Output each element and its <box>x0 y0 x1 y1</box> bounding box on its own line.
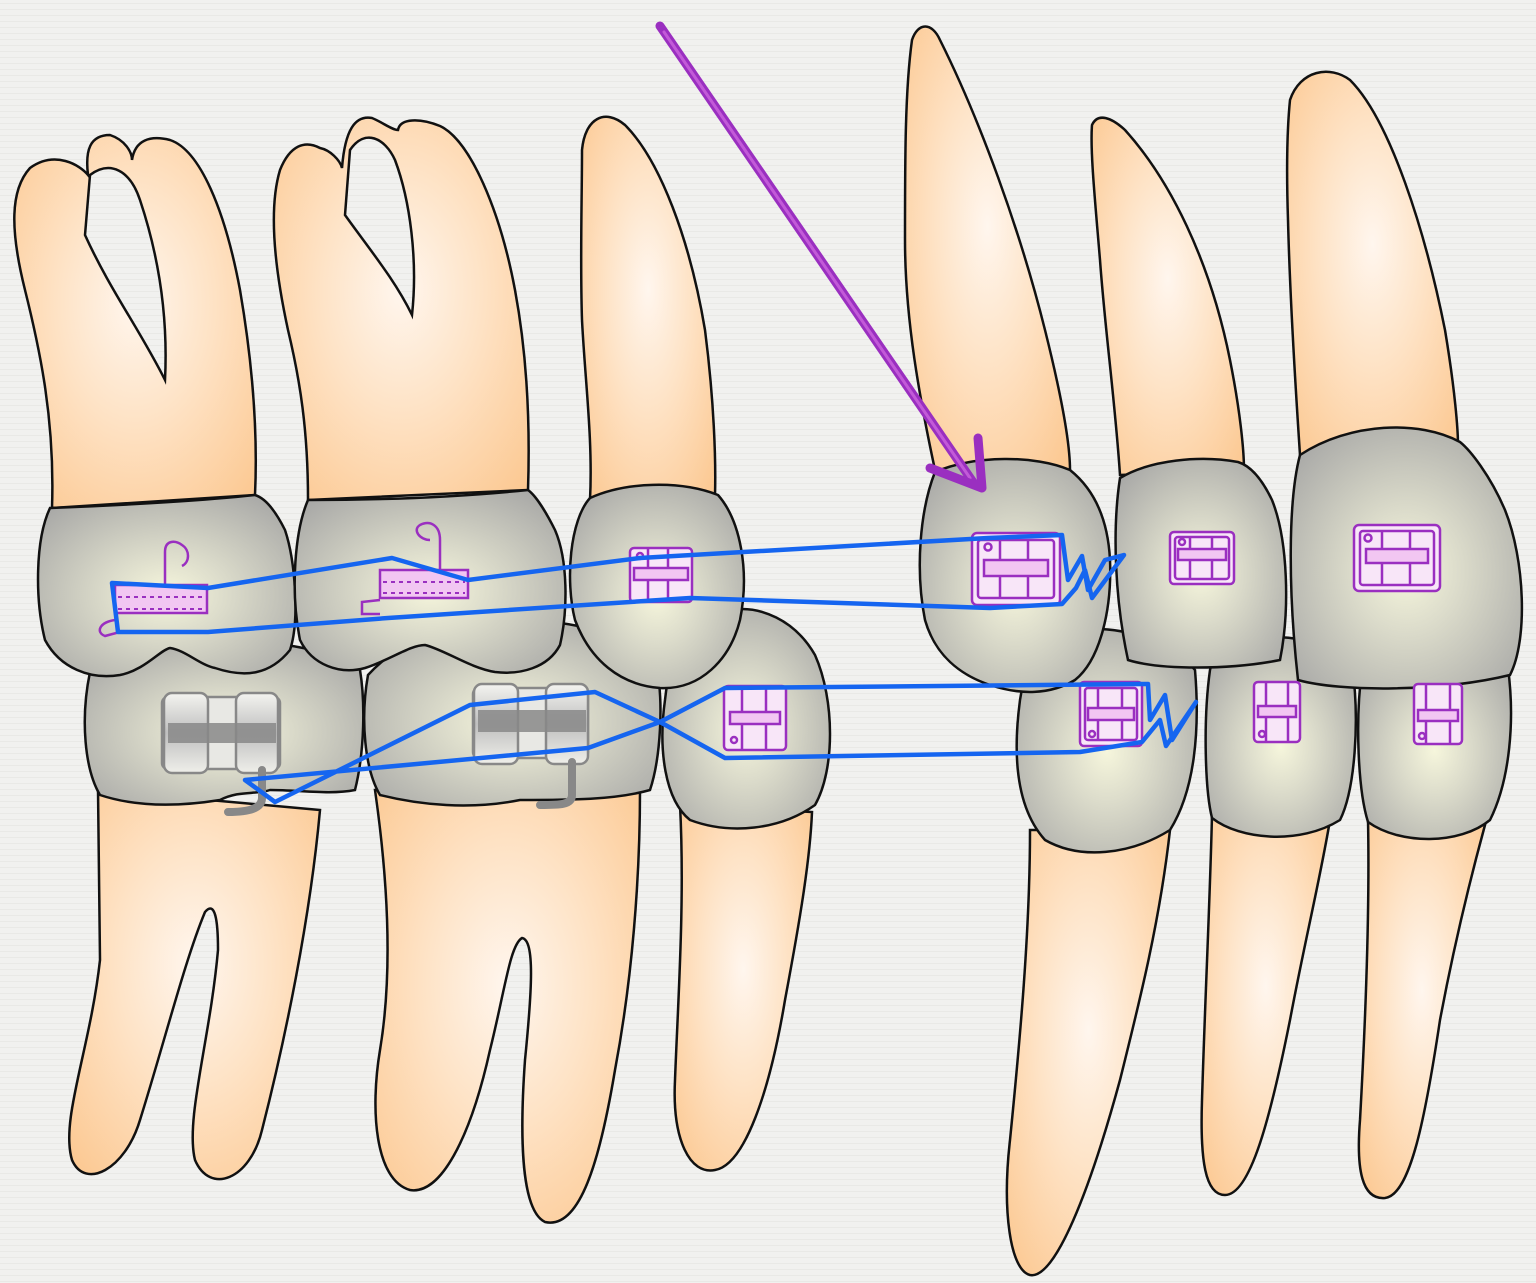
bracket-lower-lateral-incisor <box>1254 682 1300 742</box>
bracket-upper-lateral-incisor <box>1170 532 1234 584</box>
bracket-lower-canine <box>1080 682 1142 746</box>
bracket-upper-central-incisor <box>1354 525 1440 591</box>
bracket-lower-first-premolar <box>724 686 786 750</box>
bracket-lower-central-incisor <box>1414 684 1462 744</box>
bracket-upper-canine <box>972 533 1060 605</box>
